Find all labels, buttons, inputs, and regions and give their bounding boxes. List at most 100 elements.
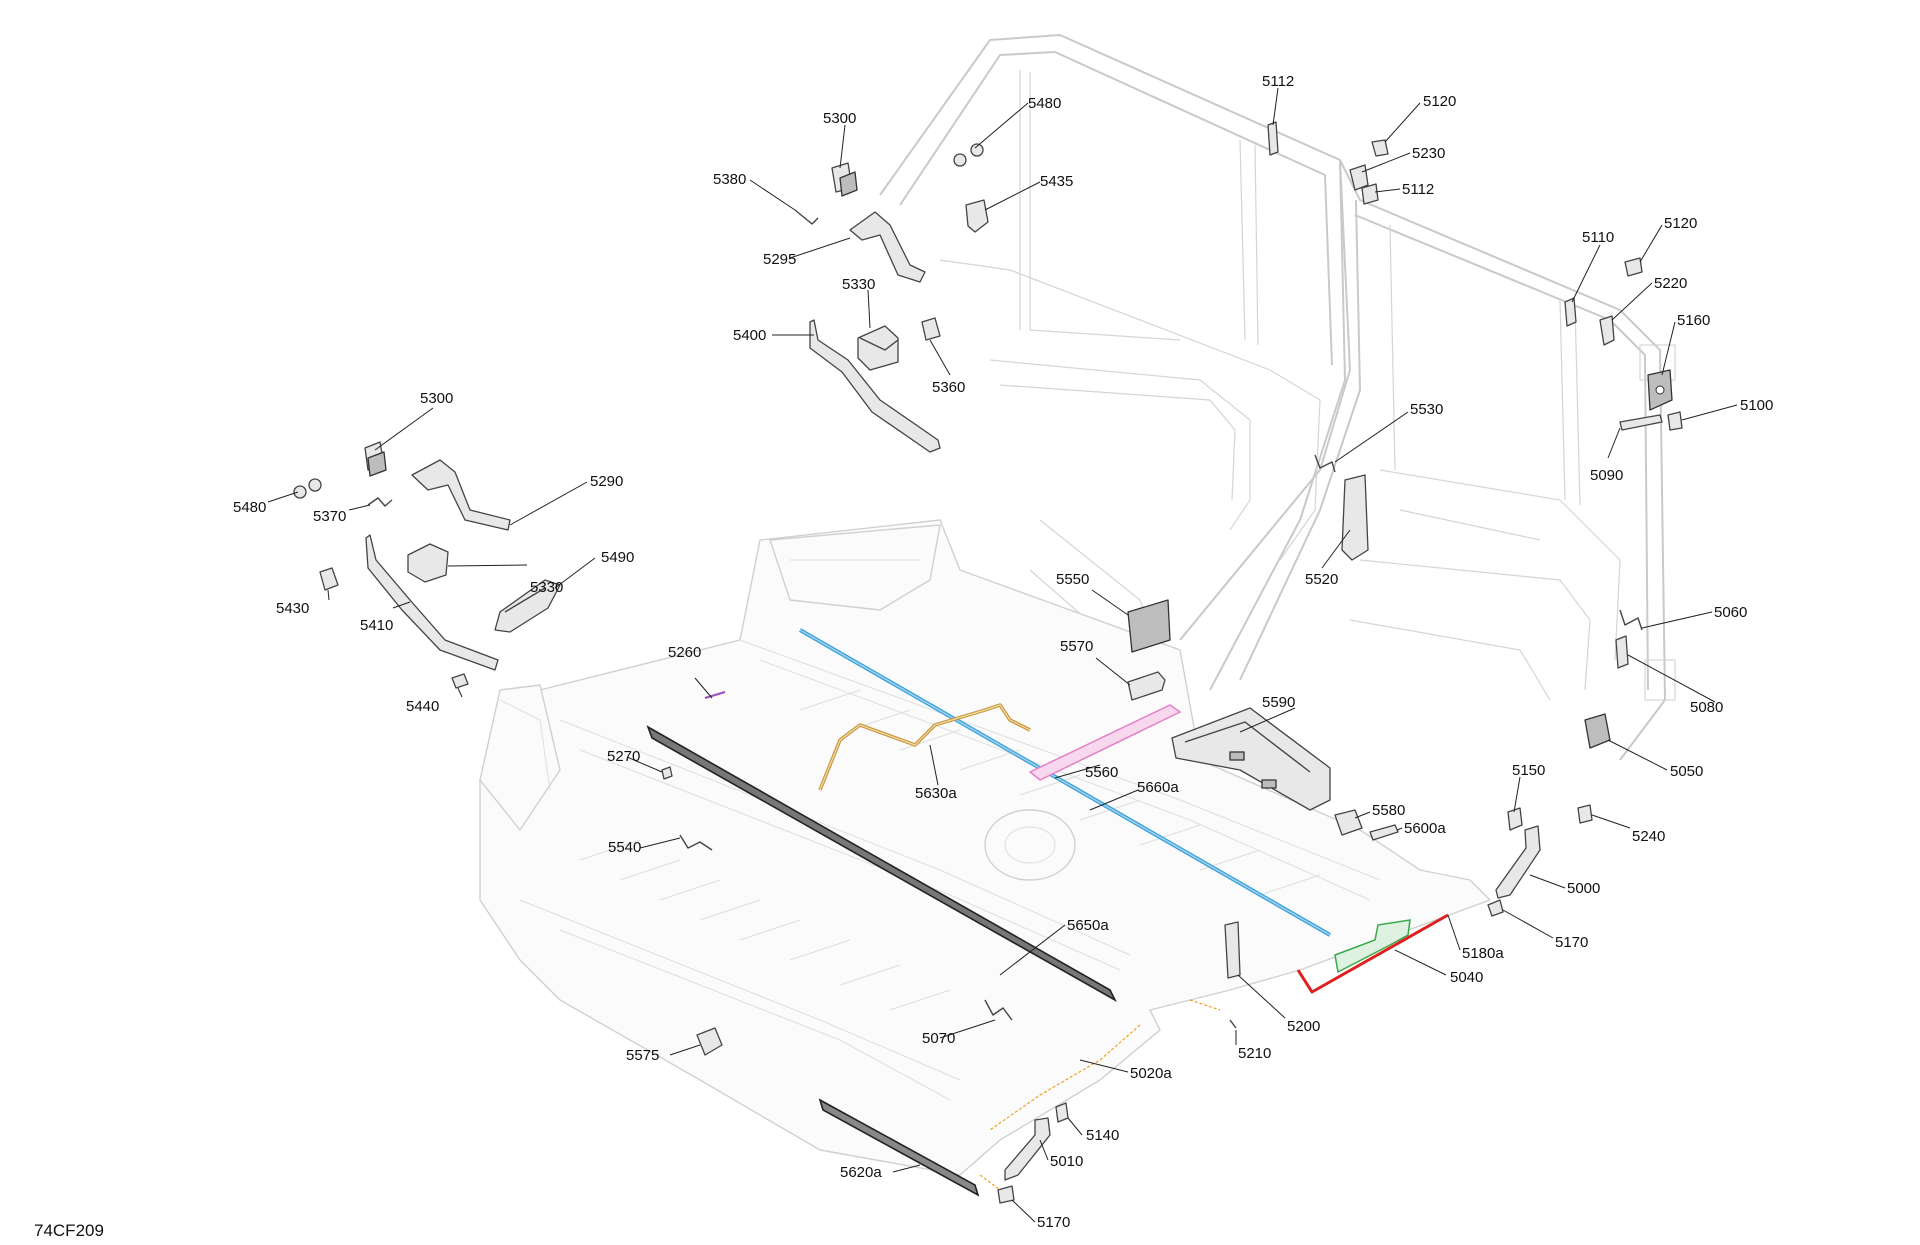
part-5300-lower-face (367, 451, 387, 477)
callout-5550: 5550 (1056, 571, 1089, 588)
part-5220 (1599, 315, 1615, 346)
part-5490 (494, 579, 561, 633)
part-5570 (1127, 671, 1166, 701)
part-5575 (696, 1027, 723, 1056)
edge-trim-5020a (989, 1024, 1141, 1131)
part-5120-lower (1624, 257, 1643, 277)
callout-5380: 5380 (713, 171, 746, 188)
callout-5600a: 5600a (1404, 820, 1446, 837)
part-5590-slot-b (1261, 779, 1277, 789)
callout-5240: 5240 (1632, 828, 1665, 845)
callout-5100: 5100 (1740, 397, 1773, 414)
callout-5480-upper: 5480 (1028, 95, 1061, 112)
callout-5660a: 5660a (1137, 779, 1179, 796)
part-5290 (411, 459, 511, 531)
callout-5575: 5575 (626, 1047, 659, 1064)
callout-5120-upper: 5120 (1423, 93, 1456, 110)
part-5070 (984, 999, 1013, 1021)
callout-5170-lower: 5170 (1037, 1214, 1070, 1231)
part-5430 (319, 567, 339, 591)
callout-5330-lower: 5330 (530, 579, 563, 596)
part-5550 (1127, 599, 1171, 653)
callout-5410: 5410 (360, 617, 393, 634)
part-5480-lower-a (293, 485, 307, 499)
part-5295 (849, 211, 926, 283)
upper-left-parts (794, 143, 989, 453)
callout-5060: 5060 (1714, 604, 1747, 621)
callout-5400: 5400 (733, 327, 766, 344)
callout-5520: 5520 (1305, 571, 1338, 588)
mid-left-parts (293, 441, 673, 780)
part-5370 (367, 497, 393, 507)
callout-5200: 5200 (1287, 1018, 1320, 1035)
callout-5090: 5090 (1590, 467, 1623, 484)
callout-5150: 5150 (1512, 762, 1545, 779)
callout-5360: 5360 (932, 379, 965, 396)
part-5210 (1229, 1019, 1237, 1029)
part-5060 (1619, 609, 1643, 631)
part-5050 (1584, 713, 1611, 749)
callout-5260: 5260 (668, 644, 701, 661)
part-5480-upper-b (970, 143, 984, 157)
callout-5650a: 5650a (1067, 917, 1109, 934)
part-5240 (1577, 804, 1593, 824)
part-5330-lower (407, 543, 449, 583)
part-5400 (809, 319, 941, 453)
part-5110 (1564, 297, 1577, 327)
callout-5540: 5540 (608, 839, 641, 856)
part-5160-hole (1655, 385, 1665, 395)
callout-5440: 5440 (406, 698, 439, 715)
blue-strip-highlight (799, 629, 1331, 936)
callout-5020a: 5020a (1130, 1065, 1172, 1082)
part-5140 (1055, 1102, 1069, 1123)
trim-strip-5620a (818, 1098, 980, 1197)
part-5170-lower (997, 1185, 1015, 1204)
part-5330-upper-edge (859, 337, 899, 351)
callout-5560: 5560 (1085, 764, 1118, 781)
callout-5630a: 5630a (915, 785, 957, 802)
callout-5270: 5270 (607, 748, 640, 765)
callout-5140: 5140 (1086, 1127, 1119, 1144)
callout-5000: 5000 (1567, 880, 1600, 897)
callout-5050: 5050 (1670, 763, 1703, 780)
part-5112-lower (1361, 183, 1379, 205)
black-trim-strips (646, 725, 1117, 1197)
part-5380 (794, 209, 819, 225)
green-part-5040 (1334, 919, 1411, 974)
callout-5170-upper: 5170 (1555, 934, 1588, 951)
pink-strip-5560 (1028, 704, 1182, 781)
callout-labels: 5300 5480 5380 5435 5295 5330 5400 5360 … (233, 73, 1773, 1231)
callout-5330-upper: 5330 (842, 276, 875, 293)
part-5080 (1615, 635, 1629, 669)
part-5410 (365, 534, 499, 671)
callout-5490: 5490 (601, 549, 634, 566)
part-5270 (661, 766, 673, 780)
leader-lines (267, 87, 1738, 1223)
part-5435 (965, 199, 989, 233)
callout-5300-lower: 5300 (420, 390, 453, 407)
callout-5220: 5220 (1654, 275, 1687, 292)
door-pillar-parts (1127, 121, 1683, 917)
part-5480-upper-a (953, 153, 967, 167)
callout-5590: 5590 (1262, 694, 1295, 711)
callout-5040: 5040 (1450, 969, 1483, 986)
part-5300-upper-face (839, 171, 858, 197)
callout-5210: 5210 (1238, 1045, 1271, 1062)
figure-reference-code: 74CF209 (34, 1221, 104, 1240)
part-5590-slot-a (1229, 751, 1245, 761)
part-5440 (451, 673, 469, 689)
lower-parts (679, 834, 1241, 1204)
part-5000 (1495, 825, 1541, 899)
callout-5435: 5435 (1040, 173, 1073, 190)
callout-5010: 5010 (1050, 1153, 1083, 1170)
callout-5110: 5110 (1582, 229, 1614, 246)
edge-trim-5170 (979, 1174, 1001, 1191)
part-5480-lower-b (308, 478, 322, 492)
part-5200 (1224, 921, 1241, 979)
purple-mark-5260 (704, 691, 726, 699)
callout-5112-lower: 5112 (1402, 181, 1434, 198)
part-5150 (1507, 807, 1523, 831)
part-5120-upper (1371, 139, 1389, 157)
callout-5480-lower: 5480 (233, 499, 266, 516)
